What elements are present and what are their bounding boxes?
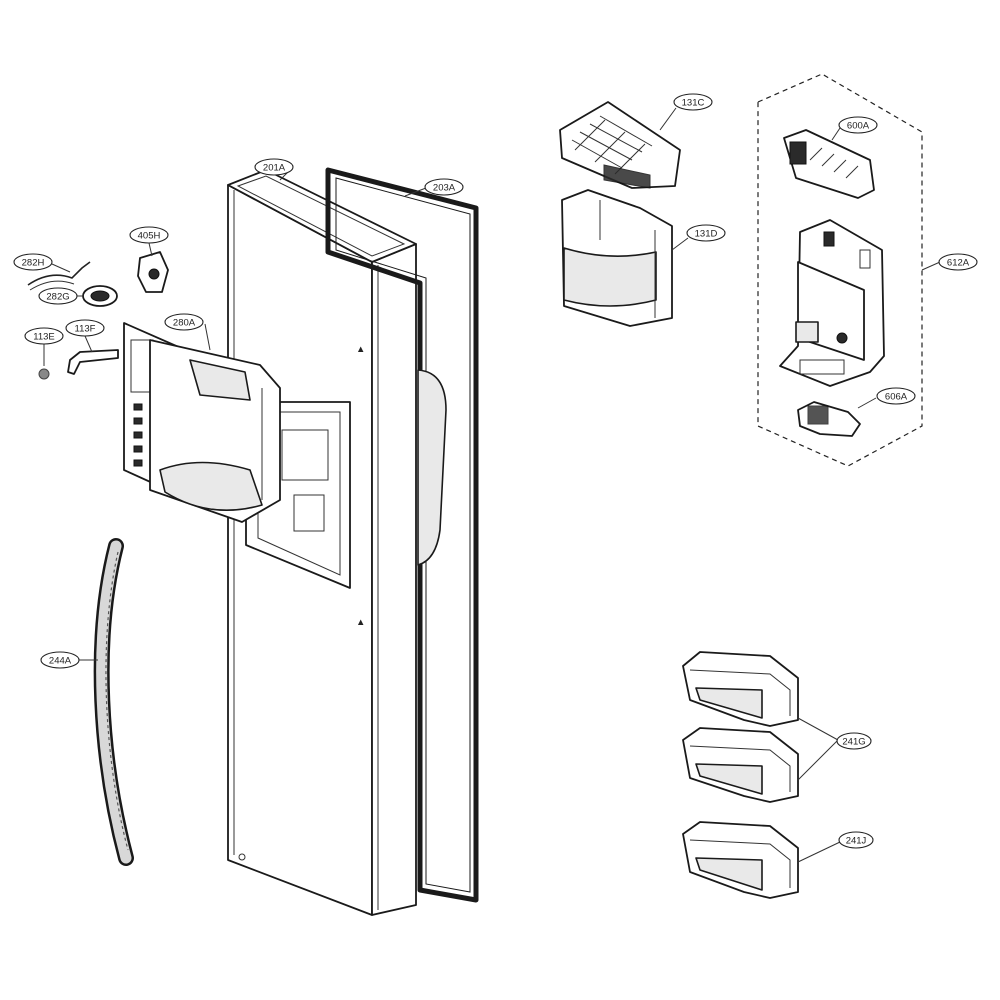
svg-text:606A: 606A [885, 392, 908, 403]
svg-text:201A: 201A [263, 163, 286, 174]
door-gasket [325, 167, 479, 903]
part-606A [797, 401, 861, 437]
callout-201A: 201A [254, 158, 294, 176]
callout-244A: 244A [40, 651, 80, 669]
callout-131C: 131C [673, 93, 713, 111]
svg-text:203A: 203A [433, 183, 456, 194]
svg-text:280A: 280A [173, 318, 196, 329]
callout-282G: 282G [38, 287, 78, 305]
svg-text:405H: 405H [138, 231, 161, 242]
callout-203A: 203A [424, 178, 464, 196]
svg-text:113F: 113F [75, 324, 96, 335]
callout-131D: 131D [686, 224, 726, 242]
svg-text:241G: 241G [842, 737, 865, 748]
svg-text:600A: 600A [847, 121, 870, 132]
ice-bin [561, 189, 673, 327]
door-bin-upper [682, 651, 799, 727]
callout-241J: 241J [838, 831, 874, 849]
callout-606A: 606A [876, 387, 916, 405]
freezer-door: ▲ ▲ [227, 169, 417, 916]
svg-text:113E: 113E [33, 332, 54, 343]
ice-bin-cover [559, 101, 681, 189]
svg-text:282H: 282H [22, 258, 45, 269]
hinge-mark-lower: ▲ [356, 617, 365, 628]
svg-text:131C: 131C [682, 98, 705, 109]
callout-241G: 241G [836, 732, 872, 750]
callout-612A: 612A [938, 253, 978, 271]
door-bin-middle [682, 727, 799, 803]
svg-text:131D: 131D [695, 229, 718, 240]
svg-text:244A: 244A [49, 656, 72, 667]
leader-lines [43, 107, 941, 863]
part-113E [38, 368, 50, 380]
dispenser-cover [123, 322, 281, 523]
part-405H [137, 251, 169, 293]
callout-113E: 113E [24, 327, 64, 345]
icemaker-dashed-group [757, 73, 923, 467]
hinge-mark-upper: ▲ [356, 344, 365, 355]
part-600A [783, 129, 875, 199]
callout-280A: 280A [164, 313, 204, 331]
door-handle [93, 538, 134, 866]
door-bin-lower [682, 821, 799, 899]
part-612A-housing [779, 219, 885, 387]
svg-text:282G: 282G [46, 292, 69, 303]
part-282H [27, 261, 91, 291]
svg-text:241J: 241J [846, 836, 867, 847]
callout-113F: 113F [65, 319, 105, 337]
callout-282H: 282H [13, 253, 53, 271]
callout-600A: 600A [838, 116, 878, 134]
part-282G [82, 285, 118, 307]
callout-405H: 405H [129, 226, 169, 244]
part-113F [67, 349, 119, 375]
svg-text:612A: 612A [947, 258, 970, 269]
